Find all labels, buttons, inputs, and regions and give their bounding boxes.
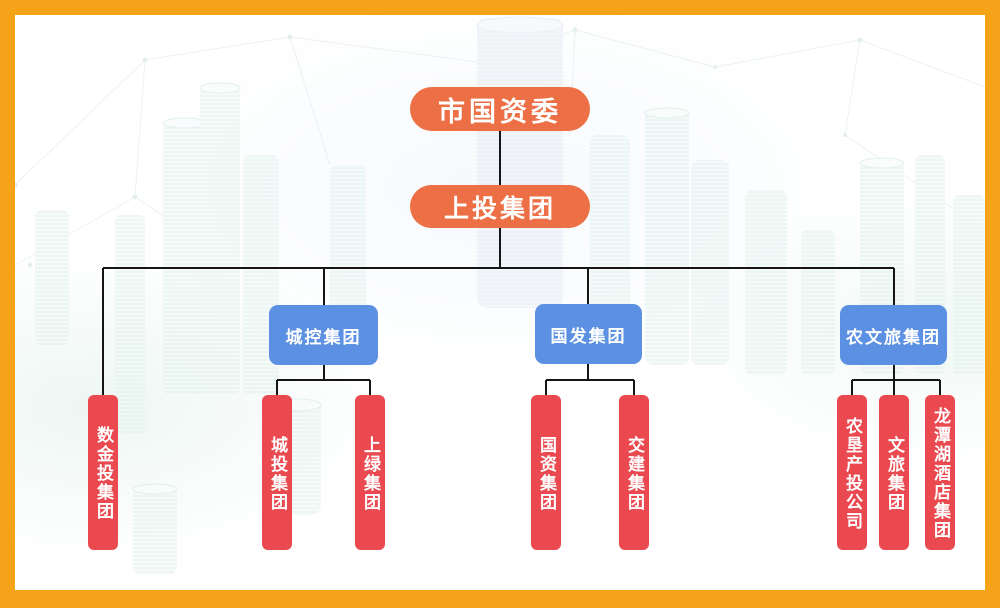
org-node-leaf-nongken: 农垦产投公司 xyxy=(837,395,867,550)
org-node-leaf-guozi: 国资集团 xyxy=(531,395,561,550)
org-node-group-nongwenlv: 农文旅集团 xyxy=(840,305,947,365)
org-node-group-guofa: 国发集团 xyxy=(535,304,642,364)
org-node-group-chengkong: 城控集团 xyxy=(269,305,378,365)
leaf-label: 农垦产投公司 xyxy=(843,416,862,531)
connector-lines xyxy=(102,131,941,395)
leaf-label: 交建集团 xyxy=(625,435,644,512)
org-node-level2: 上投集团 xyxy=(410,185,590,228)
org-node-leaf-shujintou: 数金投集团 xyxy=(88,395,118,550)
leaf-label: 城投集团 xyxy=(268,435,287,512)
leaf-label: 国资集团 xyxy=(537,435,556,512)
leaf-label: 数金投集团 xyxy=(94,426,113,521)
org-node-leaf-wenlv: 文旅集团 xyxy=(879,395,909,550)
leaf-label: 上绿集团 xyxy=(361,435,380,512)
org-node-root: 市国资委 xyxy=(410,87,590,131)
org-node-leaf-shanglv: 上绿集团 xyxy=(355,395,385,550)
leaf-label: 龙潭湖酒店集团 xyxy=(931,407,950,540)
leaf-label: 文旅集团 xyxy=(885,435,904,512)
org-node-leaf-longtanhu: 龙潭湖酒店集团 xyxy=(925,395,955,550)
org-chart-canvas: 市国资委 上投集团 城控集团 国发集团 农文旅集团 数金投集团 城投集团 上绿集… xyxy=(15,15,985,590)
org-node-leaf-jiaojian: 交建集团 xyxy=(619,395,649,550)
org-node-leaf-chengtou: 城投集团 xyxy=(262,395,292,550)
